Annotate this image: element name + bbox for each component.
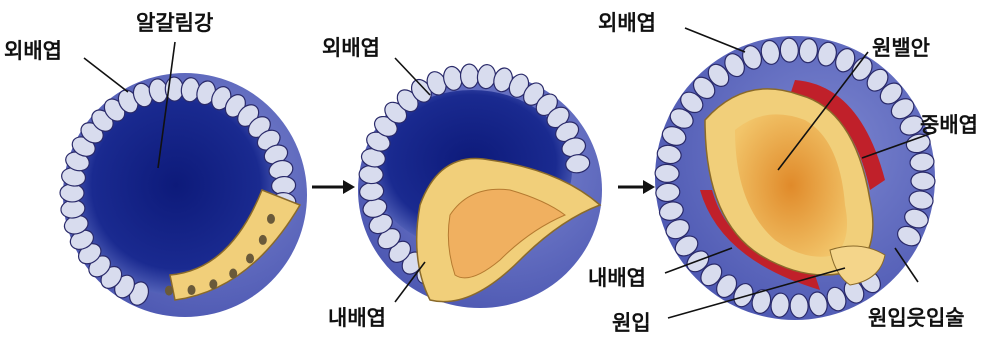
label-stage1-blastocoel: 알갈림강 [136,11,213,35]
ectoderm-cell [911,172,935,191]
endoderm-nucleus [188,285,196,295]
arrow-1 [312,180,355,194]
endoderm-nucleus [165,286,173,296]
stage3-late-gastrula [655,36,935,320]
label-stage2-ectoderm: 외배엽 [322,36,380,60]
arrow-2 [618,180,655,194]
endoderm-nucleus [259,235,267,245]
label-stage3-blastopore-lip: 원입읏입술 [868,306,965,330]
label-stage3-archenteron: 원밸안 [872,36,930,60]
endoderm-nucleus [229,269,237,279]
stage2-early-gastrula [358,64,602,308]
label-stage3-endoderm: 내배엽 [588,266,646,290]
endoderm-nucleus [267,214,275,224]
label-stage1-ectoderm: 외배엽 [4,39,62,63]
ectoderm-cell [460,64,479,89]
label-stage3-mesoderm: 중배엽 [920,113,978,137]
ectoderm-cell [790,294,809,319]
label-stage2-endoderm: 내배엽 [328,306,386,330]
endoderm-nucleus [246,253,254,263]
endoderm-nucleus [209,279,217,289]
leader-stage3-ectoderm [685,28,745,52]
label-stage3-ectoderm: 외배엽 [598,11,656,35]
label-stage3-blastopore: 원입 [612,311,651,335]
ectoderm-cell [60,184,84,202]
leader-stage1-ectoderm [84,58,128,92]
stage1-blastula [60,73,307,317]
ectoderm-cell [780,38,799,63]
ectoderm-cell [655,164,680,183]
ectoderm-cell [359,165,384,184]
